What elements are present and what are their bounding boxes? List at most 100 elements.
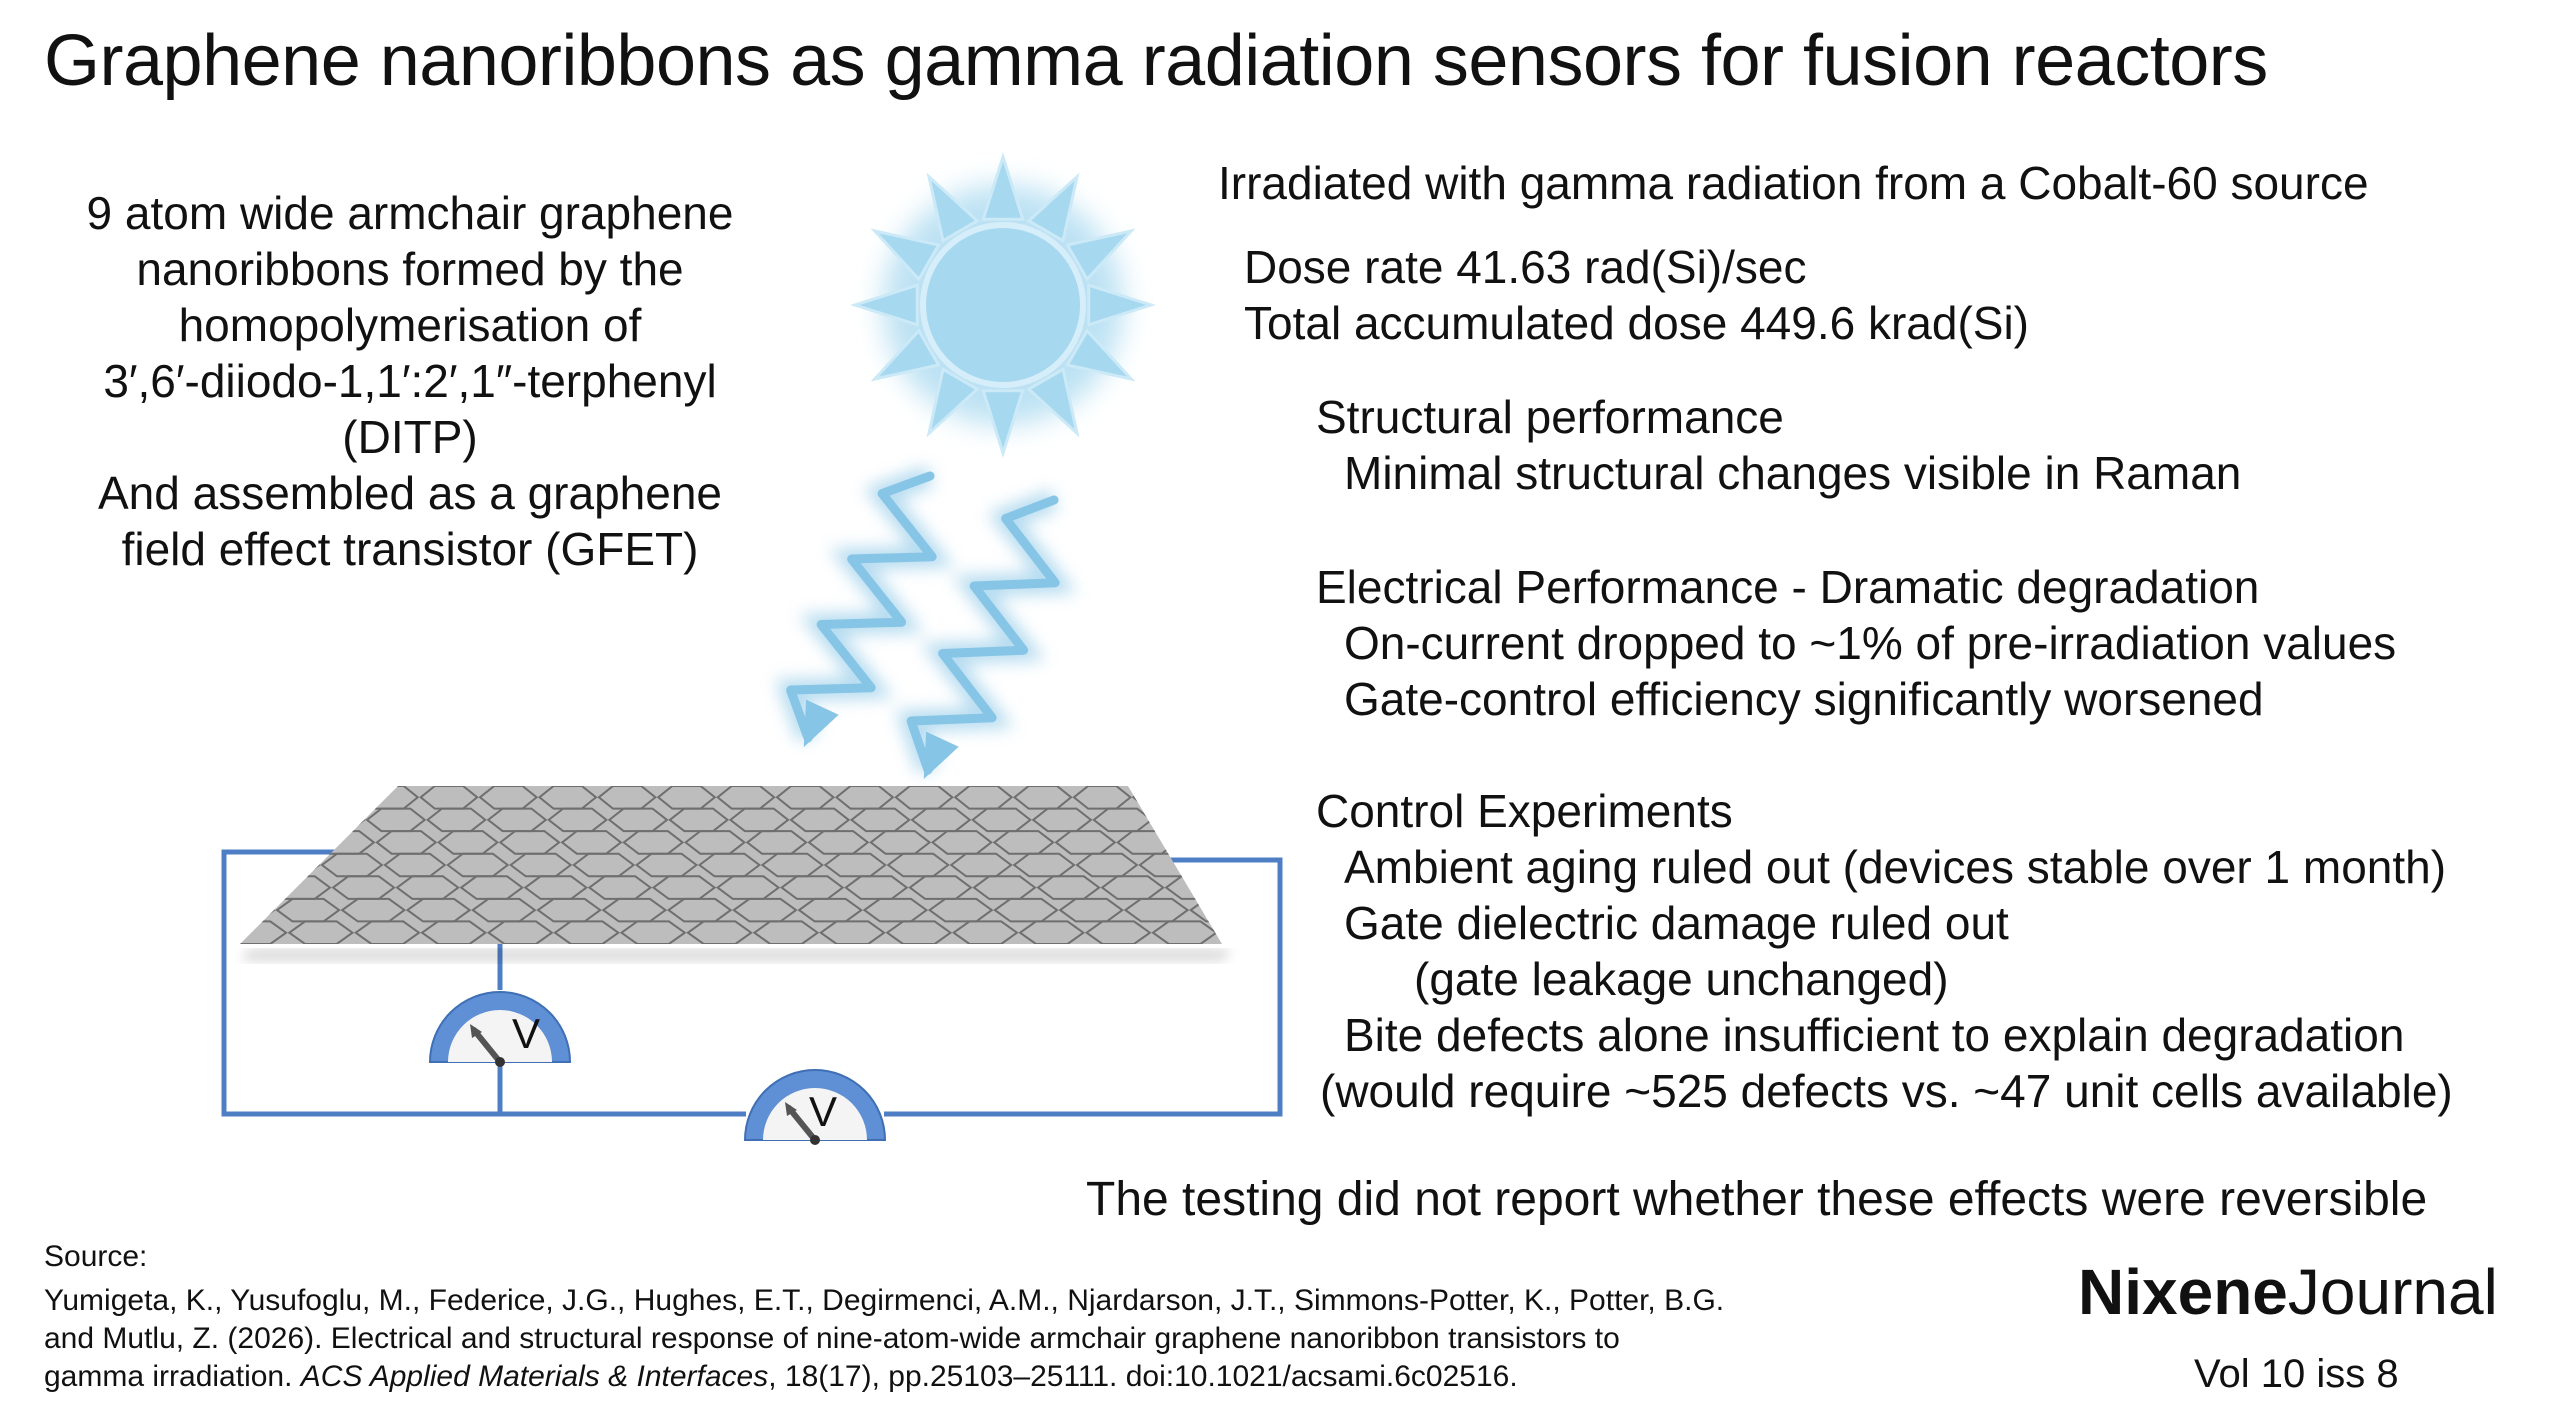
hexagon-cell (320, 852, 384, 878)
device-description: 9 atom wide armchair graphene nanoribbon… (40, 185, 780, 577)
electrical-item: Gate-control efficiency significantly wo… (1344, 673, 2264, 725)
hexagon-cell (156, 921, 219, 944)
hexagon-cell (471, 897, 537, 923)
hexagon-cell (1123, 897, 1190, 923)
voltmeter-icon: V (743, 1069, 887, 1145)
hexagon-cell (523, 875, 589, 900)
hexagon-cell (732, 897, 798, 923)
hexagon-cell (862, 897, 929, 923)
voltmeter-label: V (512, 1010, 540, 1057)
circuit-wires (221, 849, 1283, 1117)
hexagon-cell (622, 830, 685, 855)
sun-icon (850, 152, 1156, 458)
description-line: homopolymerisation of (178, 299, 642, 351)
hexagon-cell (760, 852, 824, 878)
hexagon-cell (478, 786, 539, 810)
sun-ray (850, 283, 919, 327)
hexagon-cell (572, 852, 636, 878)
hexagon-cell (1100, 875, 1165, 900)
hexagon-cell (340, 897, 407, 923)
hexagon-cell (927, 897, 994, 923)
hexagon-cell (715, 875, 781, 900)
hexagon-cell (1054, 830, 1117, 855)
brand-regular: Journal (2287, 1256, 2498, 1328)
control-heading: Control Experiments (1316, 785, 1733, 837)
hexagon-cell (972, 875, 1037, 900)
hexagon-cell (1058, 897, 1125, 923)
hexagon-cell (1164, 875, 1222, 900)
sun-ray (870, 328, 941, 382)
hexagon-cell (849, 807, 911, 833)
hexagon-cell (300, 786, 360, 810)
hexagon-cell (425, 807, 487, 833)
sun-ray (870, 228, 941, 282)
hexagon-cell (951, 920, 1019, 944)
hexagon-cell (331, 875, 396, 900)
total-dose: Total accumulated dose 449.6 krad(Si) (1244, 297, 2029, 349)
sun-ray (1026, 172, 1080, 243)
source-label: Source: (44, 1240, 148, 1273)
hexagon-cell (775, 786, 836, 810)
hexagon-cell (844, 875, 909, 900)
structural-heading: Structural performance (1316, 391, 1784, 443)
sun-ray (1087, 283, 1156, 327)
hexagon-cell (405, 897, 472, 923)
hexagon-cell (419, 786, 479, 810)
dose-rate: Dose rate 41.63 rad(Si)/sec (1244, 241, 1807, 293)
page-title: Graphene nanoribbons as gamma radiation … (44, 21, 2268, 101)
hexagon-cell (697, 852, 762, 878)
control-item: Gate dielectric damage ruled out (1344, 897, 2009, 949)
hexagon-cell (597, 786, 658, 810)
description-line: field effect transistor (GFET) (121, 523, 699, 575)
hexagon-cell (619, 920, 687, 944)
description-line: And assembled as a graphene (98, 467, 722, 519)
hexagon-cell (819, 920, 886, 944)
hexagon-cell (910, 807, 972, 833)
hexagon-cell (304, 807, 366, 833)
hexagon-cell (1012, 786, 1073, 810)
hexagon-cell (789, 807, 851, 833)
hexagon-cell (257, 852, 321, 878)
brand-logo: NixeneJournal (2078, 1255, 2498, 1329)
hexagon-cell (446, 852, 510, 878)
control-item: (would require ~525 defects vs. ~47 unit… (1320, 1065, 2453, 1117)
hexagon-cell (486, 807, 548, 833)
hexagon-cell (553, 920, 621, 944)
control-item: (gate leakage unchanged) (1414, 953, 1949, 1005)
journal-name: ACS Applied Materials & Interfaces (300, 1360, 769, 1393)
hexagon-cell (1036, 875, 1101, 900)
hexagon-cell (420, 920, 488, 944)
voltmeter-label: V (809, 1088, 837, 1135)
description-line: 9 atom wide armchair graphene (86, 187, 734, 239)
structural-item: Minimal structural changes visible in Ra… (1344, 447, 2242, 499)
hexagon-cell (728, 807, 790, 833)
graphene-sheet (156, 786, 1232, 960)
hexagon-cell (992, 830, 1055, 855)
sun-ray (1065, 228, 1136, 282)
hexagon-cell (1084, 920, 1152, 944)
hexagon-cell (1012, 852, 1076, 878)
irradiation-heading: Irradiated with gamma radiation from a C… (1218, 157, 2369, 209)
hexagon-cell (240, 875, 268, 900)
hexagon-cell (1031, 807, 1093, 833)
hexagon-cell (807, 830, 870, 855)
citation-line: gamma irradiation. ACS Applied Materials… (44, 1358, 1824, 1396)
gamma-wave-icon (775, 465, 1077, 780)
hexagon-cell (745, 830, 808, 855)
hexagon-cell (683, 830, 747, 855)
hexagon-cell (287, 920, 355, 944)
sun-ray (1065, 328, 1136, 382)
hexagon-cell (949, 852, 1013, 878)
description-line: 3′,6′-diiodo-1,1′:2′,1″-terphenyl (103, 355, 717, 407)
hexagon-cell (634, 852, 699, 878)
hexagon-cell (834, 786, 895, 810)
control-item: Ambient aging ruled out (devices stable … (1344, 841, 2447, 893)
citation-text: , 18(17), pp.25103–25111. doi:10.1021/ac… (768, 1360, 1518, 1393)
sun-ray (981, 152, 1025, 221)
hexagon-cell (656, 786, 717, 810)
hexagon-cell (365, 807, 427, 833)
brand-bold: Nixene (2078, 1256, 2288, 1328)
hexagon-cell (666, 897, 733, 923)
citation: Yumigeta, K., Yusufoglu, M., Federice, J… (44, 1282, 1824, 1396)
